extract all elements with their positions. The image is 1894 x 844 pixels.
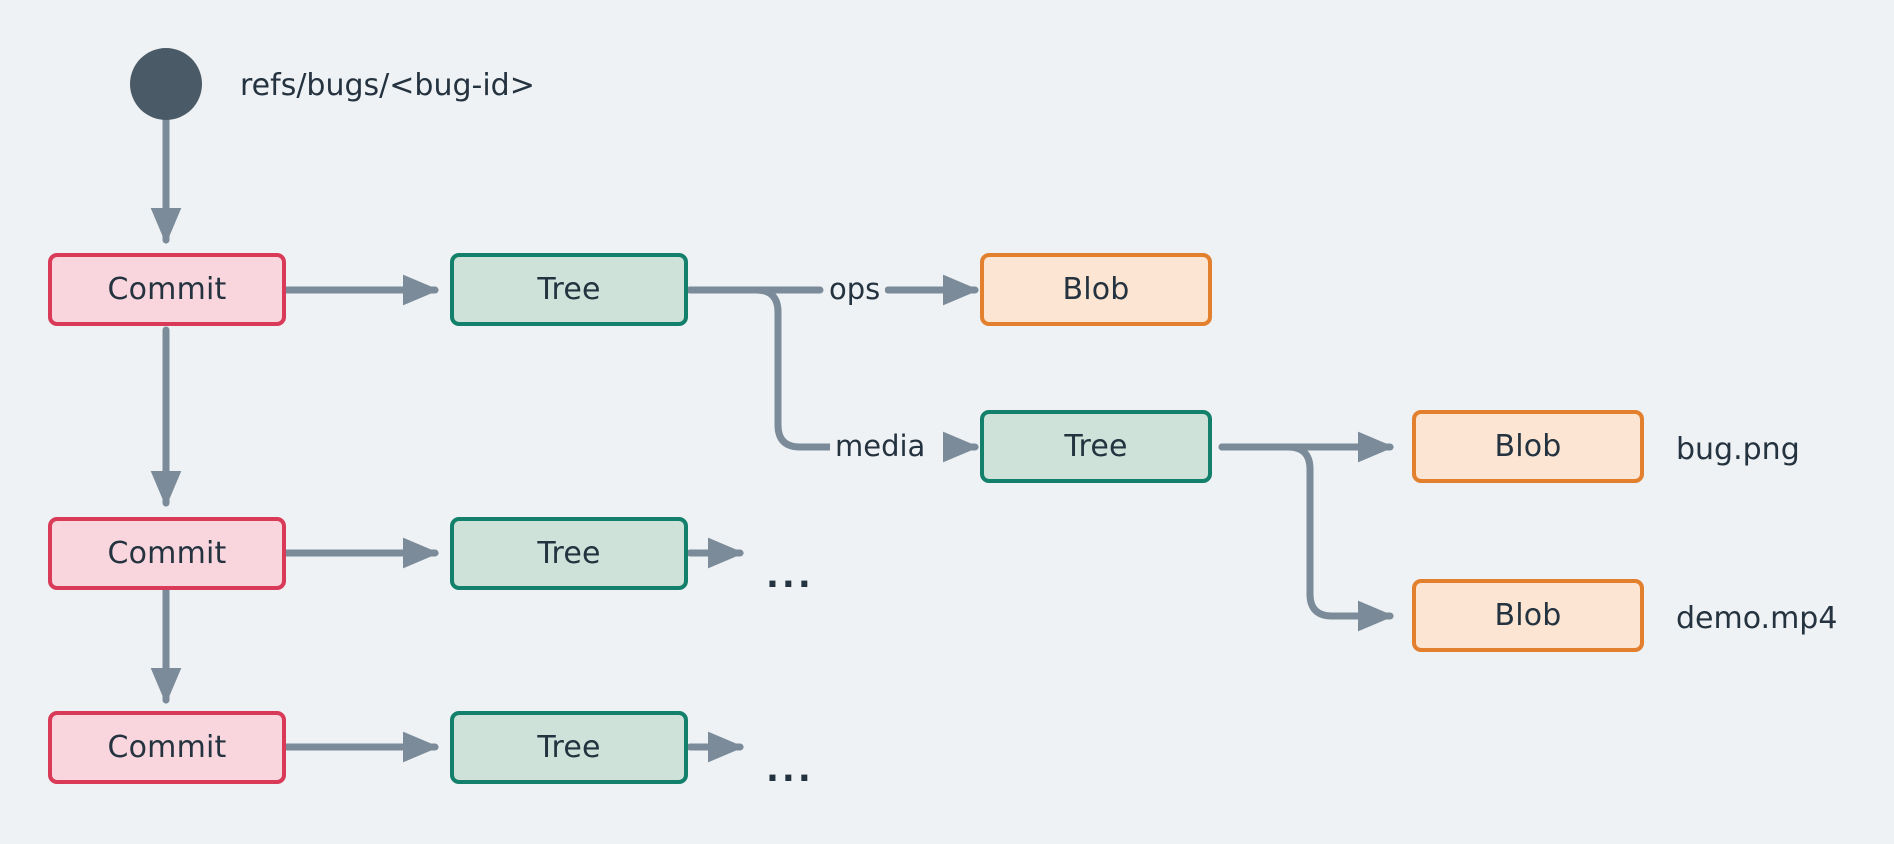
ellipsis-tree-3: ... [766,750,814,790]
edge-label-ops: ops [824,272,886,306]
edge-label-media: media [830,429,931,463]
file-label-bug-png: bug.png [1676,432,1800,467]
node-tree-2[interactable]: Tree [450,517,688,590]
node-commit-2-label: Commit [107,536,227,571]
node-commit-1-label: Commit [107,272,227,307]
node-commit-2[interactable]: Commit [48,517,286,590]
ref-label: refs/bugs/<bug-id> [240,68,535,103]
node-tree-1-label: Tree [537,272,601,307]
node-tree-media[interactable]: Tree [980,410,1212,483]
node-commit-3[interactable]: Commit [48,711,286,784]
node-commit-1[interactable]: Commit [48,253,286,326]
node-blob-demo-mp4[interactable]: Blob [1412,579,1644,652]
node-blob-ops[interactable]: Blob [980,253,1212,326]
file-label-demo-mp4: demo.mp4 [1676,601,1838,636]
ref-dot [130,48,202,120]
node-blob-demo-mp4-label: Blob [1494,598,1562,633]
node-blob-ops-label: Blob [1062,272,1130,307]
node-tree-1[interactable]: Tree [450,253,688,326]
node-tree-media-label: Tree [1064,429,1128,464]
node-tree-3[interactable]: Tree [450,711,688,784]
edge-treemedia-to-blob-demomp4 [1218,443,1395,632]
edge-tree1-to-media-label [686,286,834,451]
ellipsis-tree-2: ... [766,556,814,596]
node-tree-2-label: Tree [537,536,601,571]
node-blob-bug-png-label: Blob [1494,429,1562,464]
node-tree-3-label: Tree [537,730,601,765]
node-commit-3-label: Commit [107,730,227,765]
node-blob-bug-png[interactable]: Blob [1412,410,1644,483]
